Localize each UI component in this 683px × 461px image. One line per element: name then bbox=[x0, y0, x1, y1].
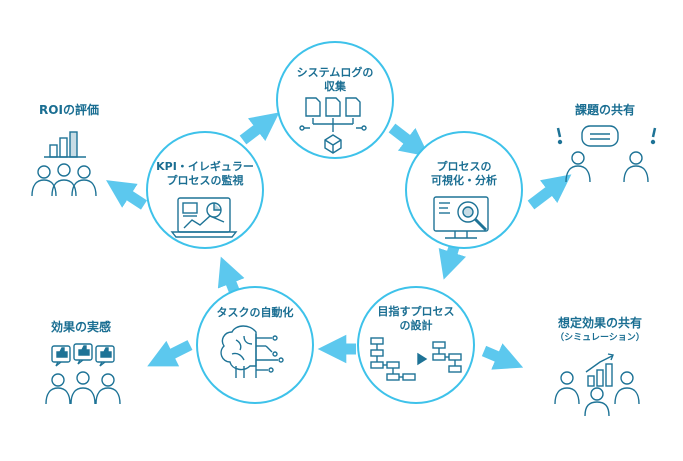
collect-label-line1: システムログの bbox=[296, 66, 374, 79]
arrow-monitor-to-roi bbox=[106, 180, 148, 210]
actual-label: 効果の実感 bbox=[50, 320, 111, 334]
growth-chart-people-icon bbox=[554, 353, 640, 417]
expected-label: 想定効果の共有 （シミュレーション） bbox=[540, 316, 660, 346]
dashboard-laptop-icon bbox=[170, 197, 238, 238]
arrow-collect-to-analyze bbox=[388, 123, 430, 157]
design-label-line2: の設計 bbox=[399, 319, 433, 332]
issues-label: 課題の共有 bbox=[574, 103, 635, 117]
analyze-label: プロセスの 可視化・分析 bbox=[414, 160, 514, 188]
arrow-automate-to-actual bbox=[147, 340, 193, 367]
design-label-line1: 目指すプロセス bbox=[377, 305, 455, 318]
discussion-people-icon bbox=[556, 125, 657, 183]
automate-label: タスクの自動化 bbox=[205, 306, 305, 320]
roi-label: ROIの評価 bbox=[39, 103, 99, 117]
brain-circuit-icon bbox=[220, 325, 284, 378]
monitor-label-line1: KPI・イレギュラー bbox=[156, 160, 254, 173]
collect-label-line2: 収集 bbox=[324, 80, 346, 93]
design-label: 目指すプロセス の設計 bbox=[366, 305, 466, 333]
analyze-label-line2: 可視化・分析 bbox=[431, 174, 497, 187]
monitor-label: KPI・イレギュラー プロセスの監視 bbox=[150, 160, 260, 188]
collect-label: システムログの 収集 bbox=[285, 66, 385, 94]
documents-network-icon bbox=[299, 97, 367, 154]
automate-label-line1: タスクの自動化 bbox=[216, 306, 294, 319]
monitor-magnifier-icon bbox=[433, 196, 489, 239]
expected-label-main: 想定効果の共有 bbox=[557, 316, 642, 330]
circle-collect bbox=[276, 41, 394, 159]
circle-automate bbox=[196, 286, 314, 404]
analyze-label-line1: プロセスの bbox=[436, 160, 492, 173]
monitor-label-line2: プロセスの監視 bbox=[166, 174, 244, 187]
circle-monitor bbox=[146, 131, 264, 249]
expected-label-sub: （シミュレーション） bbox=[555, 333, 645, 343]
thumbs-up-people-icon bbox=[45, 343, 121, 405]
circle-analyze bbox=[405, 131, 523, 249]
arrow-monitor-to-collect bbox=[239, 112, 280, 145]
arrow-design-to-expected bbox=[481, 343, 524, 370]
chart-people-icon bbox=[31, 131, 97, 197]
arrow-analyze-to-issues bbox=[527, 174, 572, 210]
arrow-automate-to-monitor bbox=[217, 256, 245, 296]
flowchart-icon bbox=[370, 337, 462, 381]
